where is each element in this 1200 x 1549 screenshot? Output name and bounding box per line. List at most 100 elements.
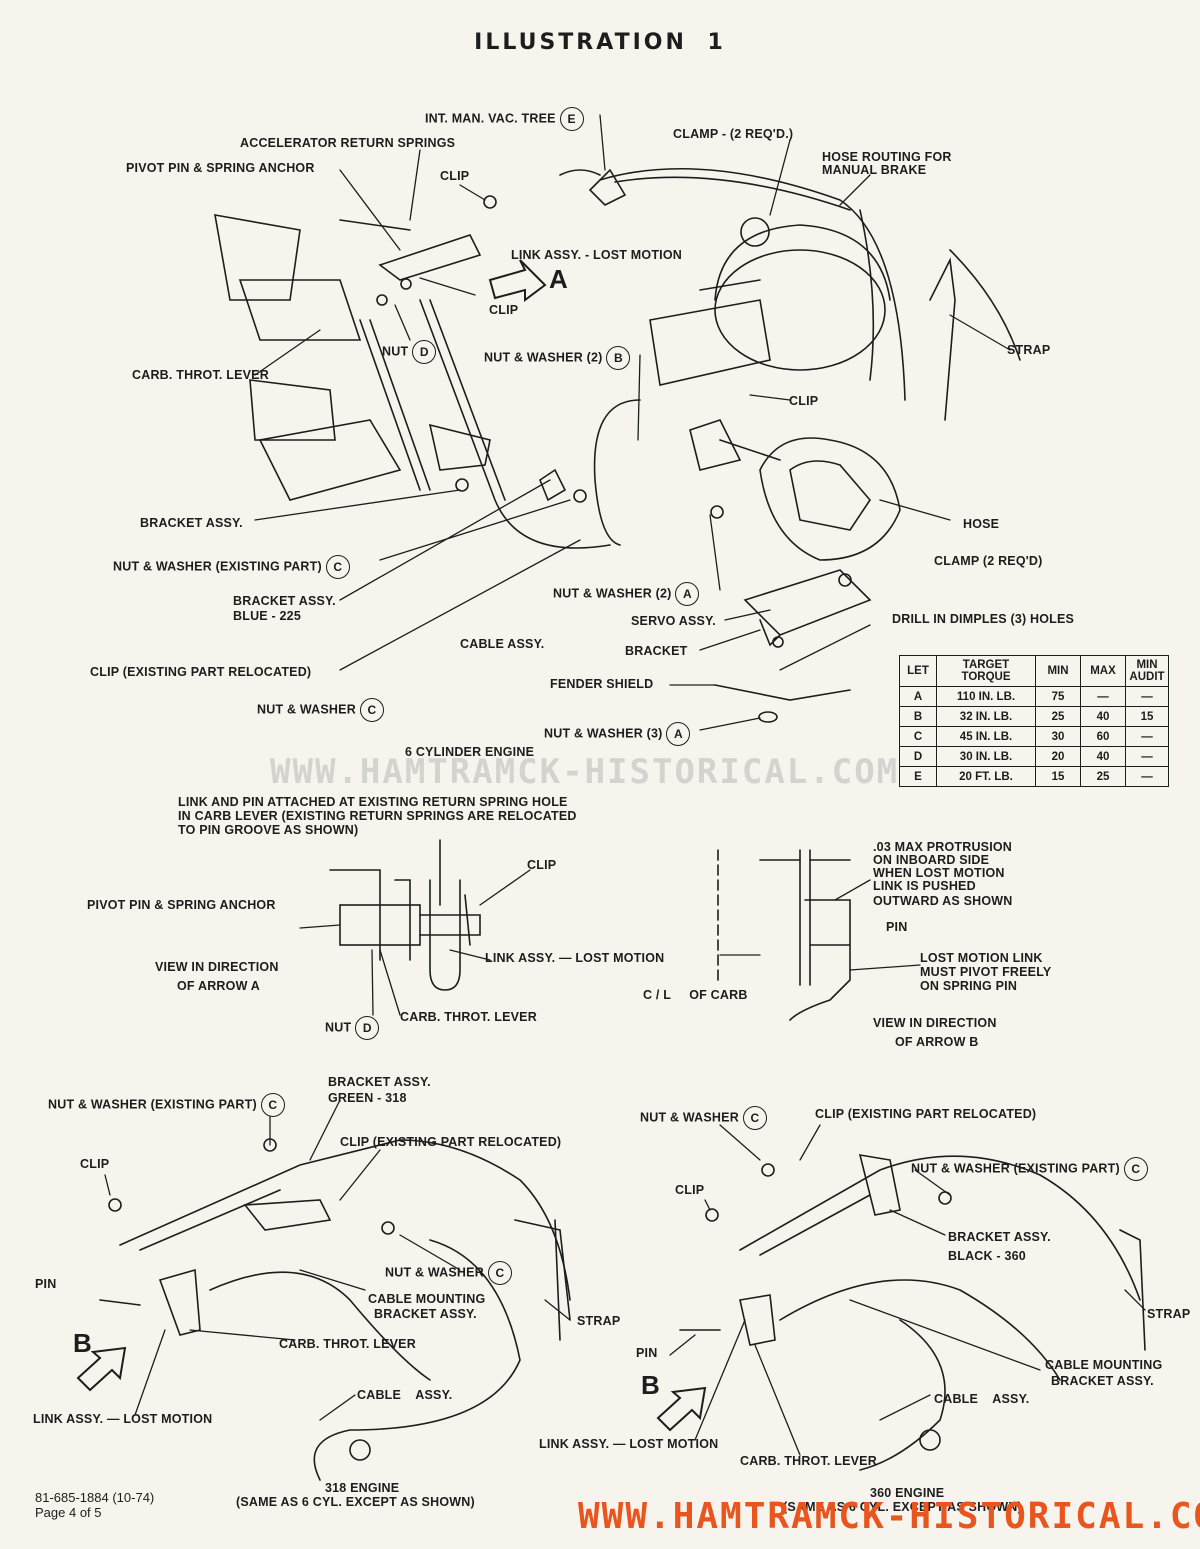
label-clip-existing: CLIP (EXISTING PART RELOCATED) [815,1107,1037,1121]
callout-d: D [412,340,437,364]
label-protrusion-5: OUTWARD AS SHOWN [873,894,1013,908]
table-cell: — [1125,726,1169,747]
callout-a: A [675,582,700,606]
label-strap: STRAP [577,1314,621,1328]
table-row: C 45 IN. LB. 30 60 — [899,726,1169,747]
label-text: NUT & WASHER [257,702,356,717]
label-text: NUT & WASHER (EXISTING PART) [911,1161,1120,1176]
label-view-b-2: OF ARROW B [895,1035,979,1049]
label-servo-assy: SERVO ASSY. [631,614,716,628]
label-link-pin-note-1: LINK AND PIN ATTACHED AT EXISTING RETURN… [178,795,568,809]
label-pin: PIN [886,920,908,934]
arrow-a-label: A [549,264,568,294]
table-cell: 15 [1125,706,1169,727]
label-protrusion-4: LINK IS PUSHED [873,879,976,893]
callout-c: C [359,698,384,722]
callout-c: C [742,1106,767,1130]
table-cell: 40 [1080,746,1126,767]
label-cable-assy: CABLE ASSY. [460,637,545,651]
label-hose: HOSE [963,517,1000,531]
table-cell: — [1080,686,1126,707]
label-bracket-assy-blue-1: BRACKET ASSY. [233,594,336,608]
label-fender-shield: FENDER SHIELD [550,677,654,691]
label-bracket: BRACKET [625,644,688,658]
table-cell: 25 [1080,766,1126,787]
label-text: NUT [325,1020,352,1035]
label-engine-318-note: (SAME AS 6 CYL. EXCEPT AS SHOWN) [236,1495,475,1509]
callout-c: C [1123,1157,1148,1181]
footer-part-number: 81-685-1884 (10-74) [35,1490,155,1505]
table-row: B 32 IN. LB. 25 40 15 [899,706,1169,727]
servo-bracket-drawing [710,505,872,723]
label-clip-existing: CLIP (EXISTING PART RELOCATED) [90,665,312,679]
label-view-b-1: VIEW IN DIRECTION [873,1016,997,1030]
label-pin: PIN [636,1346,658,1360]
arrow-b-label: B [73,1328,92,1358]
label-nut-washer-3-a: NUT & WASHER (3)A [544,722,691,746]
table-cell: 45 IN. LB. [936,726,1036,747]
label-nut-washer-2-b: NUT & WASHER (2)B [484,346,631,370]
label-cable-mount-1: CABLE MOUNTING [1045,1358,1163,1372]
label-pivot-note-2: MUST PIVOT FREELY [920,965,1052,979]
brake-booster-drawing [593,167,1021,561]
label-carb-throt-lever: CARB. THROT. LEVER [132,368,269,382]
table-cell: — [1125,686,1169,707]
label-hose-routing-1: HOSE ROUTING FOR [822,150,952,164]
label-pivot-note-1: LOST MOTION LINK [920,951,1043,965]
table-cell: 30 [1035,726,1081,747]
table-cell: 30 IN. LB. [936,746,1036,767]
label-text: NUT & WASHER [640,1110,739,1125]
label-nut-washer-existing-c: NUT & WASHER (EXISTING PART)C [113,555,350,579]
label-bracket-green-2: GREEN - 318 [328,1091,407,1105]
table-row: E 20 FT. LB. 15 25 — [899,766,1169,787]
label-text: NUT & WASHER (3) [544,726,663,741]
arrow-a-view-drawing [329,839,481,991]
callout-d: D [355,1016,380,1040]
table-cell: 15 [1035,766,1081,787]
table-cell: B [899,706,937,727]
label-cable-mount-1: CABLE MOUNTING [368,1292,486,1306]
table-cell: 25 [1035,706,1081,727]
label-nut-washer-existing-c: NUT & WASHER (EXISTING PART)C [48,1093,285,1117]
label-view-a-1: VIEW IN DIRECTION [155,960,279,974]
label-bracket-assy-blue-2: BLUE - 225 [233,609,301,623]
footer-page-number: Page 4 of 5 [35,1505,102,1520]
carb-linkage-drawing [214,168,627,549]
torque-table: LET TARGET TORQUE MIN MAX MIN AUDIT A 11… [899,655,1169,787]
label-engine-360-note: (SAME AS 6 CYL. EXCEPT AS SHOWN) [783,1500,1022,1514]
label-link-assy: LINK ASSY. — LOST MOTION [33,1412,213,1426]
label-link-pin-note-2: IN CARB LEVER (EXISTING RETURN SPRINGS A… [178,809,577,823]
label-cable-assy: CABLE ASSY. [357,1388,453,1402]
label-clip-top: CLIP [440,169,470,183]
label-protrusion-3: WHEN LOST MOTION [873,866,1005,880]
table-cell: 20 [1035,746,1081,767]
label-cable-mount-2: BRACKET ASSY. [374,1307,477,1321]
callout-c: C [325,555,350,579]
table-cell: 110 IN. LB. [936,686,1036,707]
label-nut-washer-existing-c: NUT & WASHER (EXISTING PART)C [911,1157,1148,1181]
label-strap: STRAP [1147,1307,1191,1321]
engine-318-drawing [99,1138,571,1481]
callout-b: B [606,346,631,370]
table-cell: 40 [1080,706,1126,727]
label-nut-washer-2-a: NUT & WASHER (2)A [553,582,700,606]
watermark-faint: WWW.HAMTRAMCK-HISTORICAL.COM [270,752,900,792]
col-header: MIN AUDIT [1125,655,1169,687]
label-text: NUT & WASHER (2) [553,586,672,601]
arrow-b-view-drawing [717,849,851,1021]
table-cell: E [899,766,937,787]
label-clip: CLIP [527,858,557,872]
label-view-a-2: OF ARROW A [177,979,261,993]
label-bracket-black-1: BRACKET ASSY. [948,1230,1051,1244]
label-engine-360: 360 ENGINE [870,1486,945,1500]
label-6-cylinder-engine: 6 CYLINDER ENGINE [405,745,535,759]
col-header: LET [899,655,937,687]
label-carb-throt-lever: CARB. THROT. LEVER [740,1454,877,1468]
